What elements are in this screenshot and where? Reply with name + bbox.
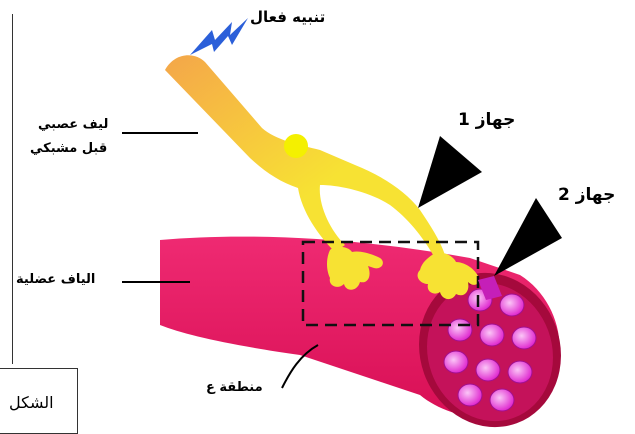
fiber-end [444,351,468,373]
fiber-end [500,294,524,316]
fiber-end [490,389,514,411]
nerve-fiber-label-line2: قبل مشبكي [30,141,107,156]
fiber-end [508,361,532,383]
nerve-axon [165,55,445,260]
fiber-end [480,324,504,346]
muscle-fibers-label: الياف عضلية [16,272,95,287]
fiber-end [448,319,472,341]
device1-shape [418,136,482,208]
stimulus-label: تنبيه فعال [250,8,325,26]
device1-label: جهاز 1 [458,110,515,130]
fiber-end [476,359,500,381]
figure-caption: الشكل [9,393,54,412]
fiber-end [512,327,536,349]
fiber-end [458,384,482,406]
nerve-node [284,134,308,158]
zone-label: منطقة ع [206,380,263,395]
nerve-fiber-label-line1: ليف عصبي [38,117,108,132]
device2-label: جهاز 2 [558,185,615,205]
lightning-icon [190,18,248,55]
figure-caption-box: الشكل [0,368,78,434]
device2-shape [494,198,562,276]
